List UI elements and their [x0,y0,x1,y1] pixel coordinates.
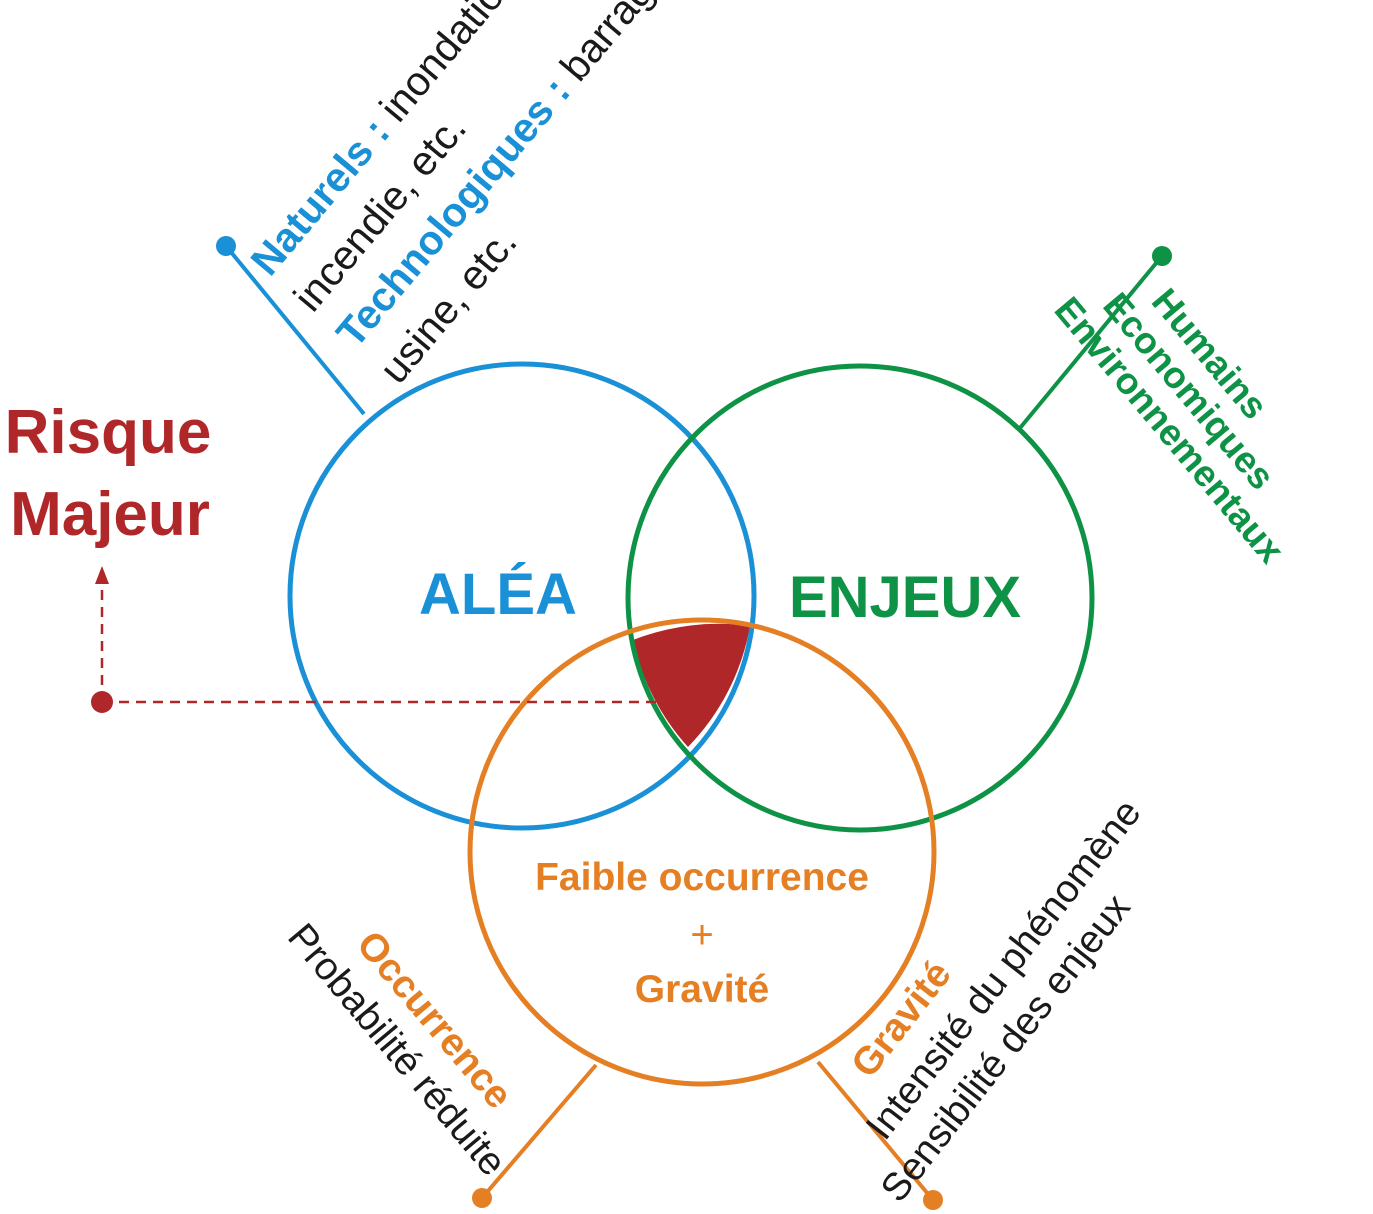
risque-pointer-arrowhead [95,566,109,584]
technologiques-text: barrage, [544,0,685,98]
center-line2: Gravité [635,968,769,1011]
risk-intersection-region [633,623,750,747]
risque-majeur-title-line1: Risque [5,398,212,467]
gravite-leader-line [816,1060,935,1202]
occurrence-leader-dot [472,1188,492,1208]
alea-label: ALÉA [419,562,577,627]
occurrence-leader-line [480,1063,598,1200]
gravite-leader-dot [923,1190,943,1210]
alea-annotation: Naturels : inondation, incendie, etc. Te… [242,0,685,392]
center-plus: + [690,913,713,957]
enjeux-leader-line [1018,254,1164,430]
alea-leader-dot [216,236,236,256]
alea-circle [287,361,757,831]
risque-majeur-title-line2: Majeur [10,480,210,549]
gravite-circle [467,617,937,1087]
occurrence-annotation: Occurrence Probabilité réduite [279,916,520,1184]
enjeux-leader-dot [1152,246,1172,266]
risque-pointer-dot [91,691,113,713]
center-line1: Faible occurrence [535,856,869,899]
enjeux-label: ENJEUX [789,565,1021,630]
alea-leader-line [224,244,366,416]
enjeux-annotation: Humains Economiques Environnementaux [1047,281,1293,571]
enjeux-circle [625,363,1095,833]
